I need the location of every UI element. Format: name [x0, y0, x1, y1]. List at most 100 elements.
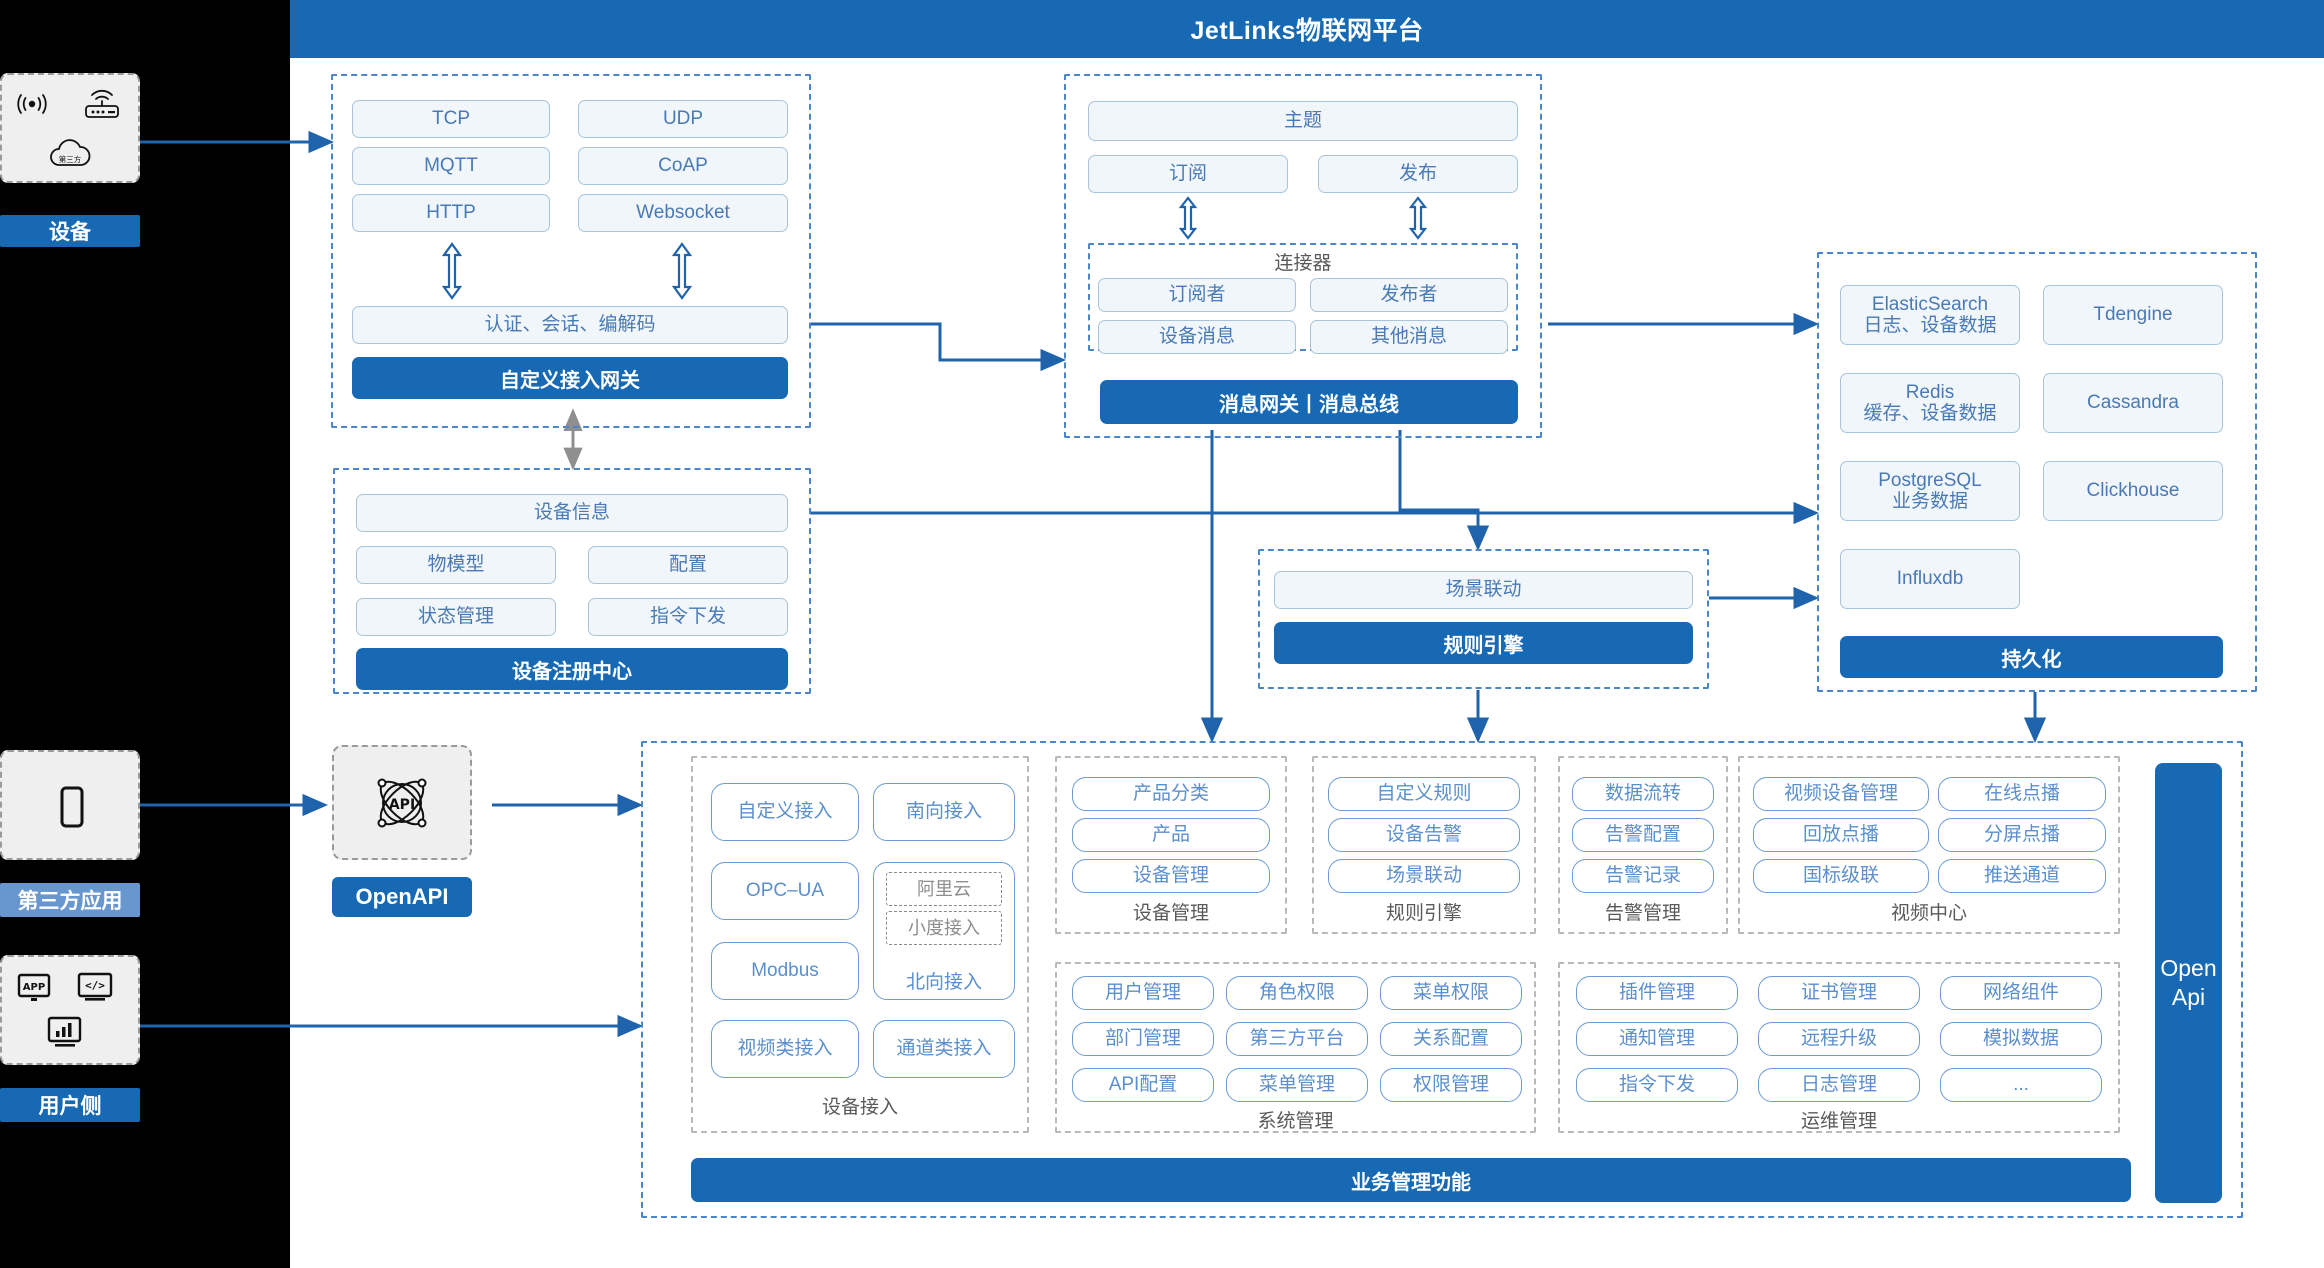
- ops-chip-command-dispatch[interactable]: 指令下发: [1576, 1068, 1738, 1102]
- video-chip-device-manage[interactable]: 视频设备管理: [1753, 777, 1929, 811]
- openapi-pill[interactable]: OpenAPI: [332, 877, 472, 917]
- business-footer-bar[interactable]: 业务管理功能: [691, 1158, 2131, 1202]
- chip-subtext: 日志、设备数据: [1863, 315, 1997, 336]
- persistence-chip-cassandra[interactable]: Cassandra: [2043, 373, 2223, 433]
- chip-name: Tdengine: [2093, 304, 2173, 326]
- system-chip-menu-permission[interactable]: 菜单权限: [1380, 976, 1522, 1010]
- device-access-chip-aliyun[interactable]: 阿里云: [886, 872, 1002, 906]
- system-chip-api-config[interactable]: API配置: [1072, 1068, 1214, 1102]
- system-chip-permission-manage[interactable]: 权限管理: [1380, 1068, 1522, 1102]
- connector-chip-publisher[interactable]: 发布者: [1310, 278, 1508, 312]
- device-mgmt-chip-product-category[interactable]: 产品分类: [1072, 777, 1270, 811]
- device-access-chip-channel[interactable]: 通道类接入: [873, 1020, 1015, 1078]
- signal-wave-icon: [14, 91, 50, 117]
- ops-chip-remote-upgrade[interactable]: 远程升级: [1758, 1022, 1920, 1056]
- business-group-title-alarm-management: 告警管理: [1604, 902, 1681, 924]
- device-mgmt-chip-device-manage[interactable]: 设备管理: [1072, 859, 1270, 893]
- system-chip-role-permission[interactable]: 角色权限: [1226, 976, 1368, 1010]
- persistence-footer-bar[interactable]: 持久化: [1840, 636, 2223, 678]
- chip-name: Cassandra: [2087, 392, 2179, 414]
- message-bus-footer-bar[interactable]: 消息网关丨消息总线: [1100, 380, 1518, 424]
- registry-device-info-chip[interactable]: 设备信息: [356, 494, 788, 532]
- ops-chip-log-manage[interactable]: 日志管理: [1758, 1068, 1920, 1102]
- ops-chip-simulated-data[interactable]: 模拟数据: [1940, 1022, 2102, 1056]
- message-publish-chip[interactable]: 发布: [1318, 155, 1518, 193]
- system-chip-relation-config[interactable]: 关系配置: [1380, 1022, 1522, 1056]
- connector-chip-subscriber[interactable]: 订阅者: [1098, 278, 1296, 312]
- connector-chip-device-message[interactable]: 设备消息: [1098, 320, 1296, 354]
- device-access-chip-custom[interactable]: 自定义接入: [711, 783, 859, 841]
- publish-double-arrow-icon: [1407, 196, 1429, 240]
- business-group-title-system-management: 系统管理: [1257, 1110, 1334, 1132]
- persistence-chip-clickhouse[interactable]: Clickhouse: [2043, 461, 2223, 521]
- rule-chip-device-alarm[interactable]: 设备告警: [1328, 818, 1520, 852]
- protocol-chip-coap[interactable]: CoAP: [578, 147, 788, 185]
- router-icon: [80, 85, 124, 121]
- persistence-chip-tdengine[interactable]: Tdengine: [2043, 285, 2223, 345]
- protocol-chip-websocket[interactable]: Websocket: [578, 194, 788, 232]
- rule-engine-footer-bar[interactable]: 规则引擎: [1274, 622, 1693, 664]
- persistence-chip-redis[interactable]: Redis 缓存、设备数据: [1840, 373, 2020, 433]
- ops-chip-plugin-manage[interactable]: 插件管理: [1576, 976, 1738, 1010]
- protocol-chip-udp[interactable]: UDP: [578, 100, 788, 138]
- gateway-auth-codec-chip[interactable]: 认证、会话、编解码: [352, 306, 788, 344]
- business-group-title-video-center: 视频中心: [1890, 902, 1967, 924]
- persistence-chip-postgresql[interactable]: PostgreSQL 业务数据: [1840, 461, 2020, 521]
- device-registry-group: [333, 468, 811, 694]
- rule-engine-scene-chip[interactable]: 场景联动: [1274, 571, 1693, 609]
- business-group-video-center: [1738, 756, 2120, 934]
- device-access-chip-xiaodu[interactable]: 小度接入: [886, 911, 1002, 945]
- system-chip-user-manage[interactable]: 用户管理: [1072, 976, 1214, 1010]
- message-topic-chip[interactable]: 主题: [1088, 101, 1518, 141]
- protocol-chip-tcp[interactable]: TCP: [352, 100, 550, 138]
- persistence-chip-influxdb[interactable]: Influxdb: [1840, 549, 2020, 609]
- system-chip-third-party-platform[interactable]: 第三方平台: [1226, 1022, 1368, 1056]
- registry-chip-config[interactable]: 配置: [588, 546, 788, 584]
- video-chip-push-channel[interactable]: 推送通道: [1938, 859, 2106, 893]
- third-party-app-rail-card: [0, 750, 140, 860]
- alarm-chip-alarm-config[interactable]: 告警配置: [1572, 818, 1714, 852]
- ops-chip-network-component[interactable]: 网络组件: [1940, 976, 2102, 1010]
- ops-chip-notification-manage[interactable]: 通知管理: [1576, 1022, 1738, 1056]
- rule-chip-scene-linkage[interactable]: 场景联动: [1328, 859, 1520, 893]
- system-chip-menu-manage[interactable]: 菜单管理: [1226, 1068, 1368, 1102]
- protocol-chip-mqtt[interactable]: MQTT: [352, 147, 550, 185]
- gateway-right-double-arrow-icon: [670, 242, 694, 300]
- device-access-chip-video[interactable]: 视频类接入: [711, 1020, 859, 1078]
- registry-chip-state-manage[interactable]: 状态管理: [356, 598, 556, 636]
- registry-chip-thing-model[interactable]: 物模型: [356, 546, 556, 584]
- device-access-chip-southbound[interactable]: 南向接入: [873, 783, 1015, 841]
- business-group-rule-engine: [1312, 756, 1536, 934]
- device-mgmt-chip-product[interactable]: 产品: [1072, 818, 1270, 852]
- app-store-icon: APP: [14, 971, 54, 1005]
- video-chip-gb-cascade[interactable]: 国标级联: [1753, 859, 1929, 893]
- openapi-entry-card[interactable]: API: [332, 745, 472, 860]
- video-chip-online-vod[interactable]: 在线点播: [1938, 777, 2106, 811]
- chip-name: PostgreSQL: [1878, 469, 1982, 491]
- video-chip-playback-vod[interactable]: 回放点播: [1753, 818, 1929, 852]
- subscribe-double-arrow-icon: [1177, 196, 1199, 240]
- system-chip-department-manage[interactable]: 部门管理: [1072, 1022, 1214, 1056]
- persistence-chip-elasticsearch[interactable]: ElasticSearch 日志、设备数据: [1840, 285, 2020, 345]
- video-chip-split-screen-vod[interactable]: 分屏点播: [1938, 818, 2106, 852]
- ops-chip-certificate-manage[interactable]: 证书管理: [1758, 976, 1920, 1010]
- gateway-footer-bar[interactable]: 自定义接入网关: [352, 357, 788, 399]
- device-access-chip-opcua[interactable]: OPC–UA: [711, 862, 859, 920]
- alarm-chip-alarm-record[interactable]: 告警记录: [1572, 859, 1714, 893]
- device-registry-footer-bar[interactable]: 设备注册中心: [356, 648, 788, 690]
- api-atom-icon: API: [366, 769, 438, 837]
- chip-name: Clickhouse: [2086, 480, 2180, 502]
- device-access-chip-modbus[interactable]: Modbus: [711, 942, 859, 1000]
- svg-text:</>: </>: [85, 979, 105, 992]
- chip-subtext: 缓存、设备数据: [1863, 403, 1997, 424]
- registry-chip-command-dispatch[interactable]: 指令下发: [588, 598, 788, 636]
- business-group-system-management: [1055, 962, 1536, 1133]
- ops-chip-more[interactable]: ...: [1940, 1068, 2102, 1102]
- alarm-chip-data-flow[interactable]: 数据流转: [1572, 777, 1714, 811]
- rule-chip-custom-rule[interactable]: 自定义规则: [1328, 777, 1520, 811]
- message-subscribe-chip[interactable]: 订阅: [1088, 155, 1288, 193]
- openapi-vertical-bar[interactable]: Open Api: [2155, 763, 2222, 1203]
- openapi-vertical-label: Open Api: [2160, 955, 2217, 1010]
- connector-chip-other-message[interactable]: 其他消息: [1310, 320, 1508, 354]
- protocol-chip-http[interactable]: HTTP: [352, 194, 550, 232]
